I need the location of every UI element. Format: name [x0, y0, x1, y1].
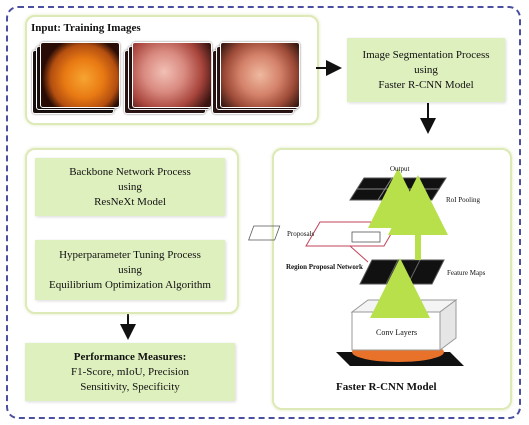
backbone-line3: ResNeXt Model	[94, 195, 166, 208]
performance-title: Performance Measures:	[73, 350, 187, 363]
performance-line2: Sensitivity, Specificity	[80, 380, 180, 393]
conv-layers-label: Conv Layers	[376, 328, 418, 337]
hyper-line1: Hyperparameter Tuning Process	[59, 248, 201, 261]
backbone-network-box: Backbone Network Process using ResNeXt M…	[35, 158, 225, 216]
output-label: Output	[390, 165, 410, 173]
outer-dashed-frame	[6, 6, 521, 419]
output-layer	[349, 177, 447, 201]
hyper-line3: Equilibrium Optimization Algorithm	[49, 278, 211, 291]
performance-line1: F1-Score, mIoU, Precision	[71, 365, 189, 378]
proposals-label: Proposals	[287, 230, 315, 238]
faster-rcnn-caption: Faster R-CNN Model	[336, 381, 437, 393]
backbone-line2: using	[118, 180, 142, 193]
segmentation-line3: Faster R-CNN Model	[378, 78, 474, 91]
feature-maps-layer	[359, 259, 445, 285]
segmentation-process-box: Image Segmentation Process using Faster …	[347, 38, 505, 102]
proposals-layer	[248, 221, 399, 247]
performance-measures-box: Performance Measures: F1-Score, mIoU, Pr…	[25, 343, 235, 401]
hyperparameter-tuning-box: Hyperparameter Tuning Process using Equi…	[35, 240, 225, 300]
hyper-line2: using	[118, 263, 142, 276]
backbone-line1: Backbone Network Process	[69, 165, 191, 178]
rpn-label: Region Proposal Network	[286, 263, 363, 271]
segmentation-line1: Image Segmentation Process	[362, 48, 490, 61]
segmentation-line2: using	[414, 63, 438, 76]
roi-pooling-label: RoI Pooling	[446, 196, 481, 204]
feature-maps-label: Feature Maps	[447, 269, 486, 277]
input-title: Input: Training Images	[31, 22, 141, 34]
